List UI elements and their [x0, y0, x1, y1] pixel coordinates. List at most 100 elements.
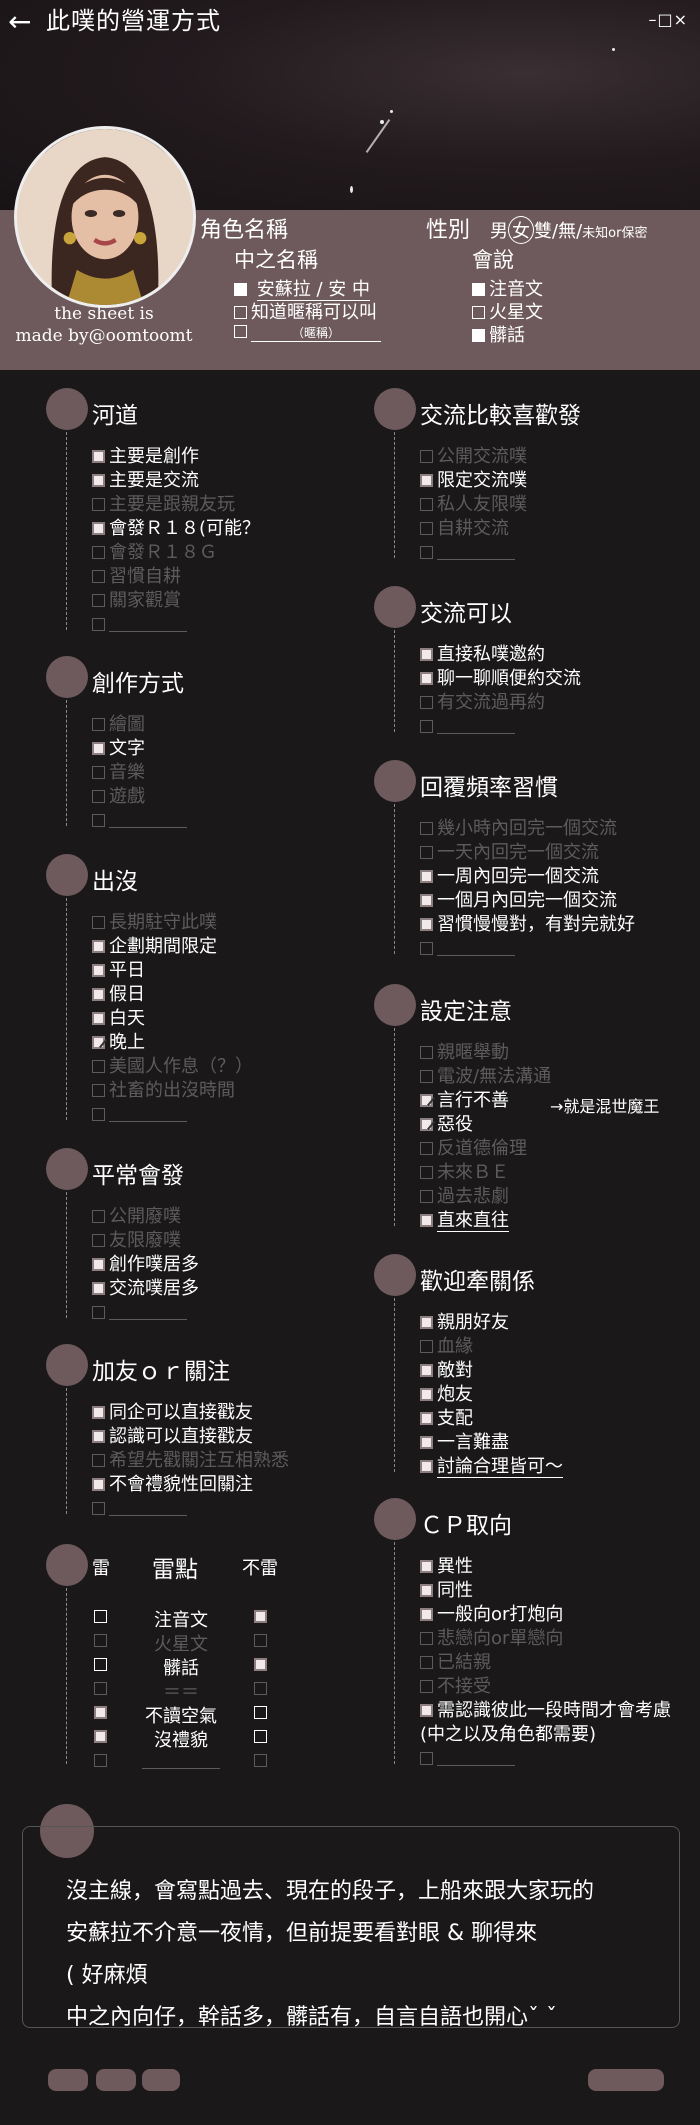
- thunder-bulei-checkbox[interactable]: [254, 1706, 267, 1719]
- thunder-bulei-checkbox[interactable]: [254, 1658, 267, 1671]
- checkbox-icon[interactable]: [420, 450, 433, 463]
- checkbox-icon[interactable]: [234, 306, 247, 319]
- checkbox-item[interactable]: 關家觀賞: [92, 590, 181, 612]
- checkbox-item[interactable]: 炮友: [420, 1384, 473, 1406]
- checkbox-item[interactable]: [420, 542, 515, 564]
- checkbox-icon[interactable]: [92, 1306, 105, 1319]
- checkbox-icon[interactable]: [92, 1060, 105, 1073]
- checkbox-item[interactable]: [92, 1104, 187, 1126]
- checkbox-item[interactable]: 電波/無法溝通: [420, 1066, 551, 1088]
- checkbox-icon[interactable]: [92, 916, 105, 929]
- checkbox-icon[interactable]: [420, 672, 433, 685]
- checkbox-icon[interactable]: [92, 450, 105, 463]
- inner-item-2[interactable]: 知道暱稱可以叫: [234, 298, 377, 324]
- checkbox-icon[interactable]: [420, 1560, 433, 1573]
- checkbox-icon[interactable]: [472, 283, 485, 296]
- checkbox-item[interactable]: 幾小時內回完一個交流: [420, 818, 617, 840]
- checkbox-icon[interactable]: [92, 498, 105, 511]
- speak-item-3[interactable]: 髒話: [472, 321, 525, 347]
- checkbox-icon[interactable]: [234, 283, 247, 296]
- checkbox-item[interactable]: 言行不善: [420, 1090, 509, 1112]
- checkbox-item[interactable]: 敵對: [420, 1360, 473, 1382]
- checkbox-item[interactable]: 企劃期間限定: [92, 936, 217, 958]
- checkbox-icon[interactable]: [420, 1704, 433, 1717]
- checkbox-icon[interactable]: [420, 870, 433, 883]
- checkbox-icon[interactable]: [420, 822, 433, 835]
- checkbox-icon[interactable]: [420, 1190, 433, 1203]
- page-pill-3[interactable]: [142, 2069, 180, 2091]
- checkbox-item[interactable]: 一個月內回完一個交流: [420, 890, 617, 912]
- thunder-lei-checkbox[interactable]: [94, 1634, 107, 1647]
- checkbox-item[interactable]: 聊一聊順便約交流: [420, 668, 581, 690]
- checkbox-icon[interactable]: [420, 546, 433, 559]
- checkbox-icon[interactable]: [234, 325, 247, 338]
- checkbox-icon[interactable]: [420, 1364, 433, 1377]
- checkbox-item[interactable]: 創作噗居多: [92, 1254, 199, 1276]
- checkbox-item[interactable]: [420, 938, 515, 960]
- checkbox-item[interactable]: 平日: [92, 960, 145, 982]
- checkbox-icon[interactable]: [420, 1340, 433, 1353]
- checkbox-item[interactable]: 直接私噗邀約: [420, 644, 545, 666]
- checkbox-icon[interactable]: [92, 964, 105, 977]
- checkbox-item[interactable]: 需認識彼此一段時間才會考慮: [420, 1700, 671, 1722]
- checkbox-item[interactable]: 異性: [420, 1556, 473, 1578]
- checkbox-item[interactable]: (中之以及角色都需要): [420, 1724, 596, 1746]
- checkbox-item[interactable]: 親朋好友: [420, 1312, 509, 1334]
- gender-unknown[interactable]: 未知or保密: [582, 226, 648, 241]
- checkbox-icon[interactable]: [92, 988, 105, 1001]
- checkbox-icon[interactable]: [420, 894, 433, 907]
- gender-male[interactable]: 男: [490, 221, 508, 242]
- checkbox-icon[interactable]: [92, 1036, 105, 1049]
- checkbox-icon[interactable]: [92, 1084, 105, 1097]
- thunder-lei-checkbox[interactable]: [94, 1658, 107, 1671]
- thunder-bulei-checkbox[interactable]: [254, 1634, 267, 1647]
- checkbox-item[interactable]: [92, 1302, 187, 1324]
- checkbox-icon[interactable]: [92, 1108, 105, 1121]
- checkbox-item[interactable]: 白天: [92, 1008, 145, 1030]
- checkbox-item[interactable]: 悲戀向or單戀向: [420, 1628, 563, 1650]
- checkbox-icon[interactable]: [420, 1584, 433, 1597]
- page-pill-4[interactable]: [588, 2069, 664, 2091]
- checkbox-item[interactable]: 限定交流噗: [420, 470, 527, 492]
- checkbox-icon[interactable]: [420, 918, 433, 931]
- checkbox-item[interactable]: 未來ＢＥ: [420, 1162, 509, 1184]
- checkbox-icon[interactable]: [92, 546, 105, 559]
- checkbox-icon[interactable]: [420, 648, 433, 661]
- checkbox-item[interactable]: [420, 1748, 515, 1770]
- checkbox-item[interactable]: [92, 614, 187, 636]
- checkbox-icon[interactable]: [92, 618, 105, 631]
- checkbox-item[interactable]: 自耕交流: [420, 518, 509, 540]
- checkbox-icon[interactable]: [92, 522, 105, 535]
- checkbox-item[interactable]: 遊戲: [92, 786, 145, 808]
- checkbox-icon[interactable]: [420, 1388, 433, 1401]
- checkbox-item[interactable]: 親暱舉動: [420, 1042, 509, 1064]
- checkbox-icon[interactable]: [420, 846, 433, 859]
- page-pill-2[interactable]: [96, 2069, 136, 2091]
- checkbox-item[interactable]: 交流噗居多: [92, 1278, 199, 1300]
- checkbox-icon[interactable]: [92, 790, 105, 803]
- checkbox-item[interactable]: 繪圖: [92, 714, 145, 736]
- checkbox-icon[interactable]: [420, 1656, 433, 1669]
- checkbox-icon[interactable]: [420, 1632, 433, 1645]
- checkbox-icon[interactable]: [420, 1142, 433, 1155]
- checkbox-item[interactable]: 認識可以直接戳友: [92, 1426, 253, 1448]
- checkbox-item[interactable]: [92, 810, 187, 832]
- checkbox-icon[interactable]: [420, 522, 433, 535]
- thunder-lei-checkbox[interactable]: [94, 1682, 107, 1695]
- thunder-bulei-checkbox[interactable]: [254, 1730, 267, 1743]
- checkbox-icon[interactable]: [92, 1478, 105, 1491]
- checkbox-icon[interactable]: [420, 1094, 433, 1107]
- gender-rest[interactable]: 雙/無/: [534, 221, 583, 242]
- checkbox-icon[interactable]: [420, 1412, 433, 1425]
- checkbox-item[interactable]: 習慣自耕: [92, 566, 181, 588]
- checkbox-icon[interactable]: [92, 1430, 105, 1443]
- checkbox-item[interactable]: 同企可以直接戳友: [92, 1402, 253, 1424]
- checkbox-item[interactable]: 長期駐守此噗: [92, 912, 217, 934]
- checkbox-icon[interactable]: [420, 1460, 433, 1473]
- checkbox-item[interactable]: 一言難盡: [420, 1432, 509, 1454]
- checkbox-item[interactable]: 音樂: [92, 762, 145, 784]
- checkbox-icon[interactable]: [420, 720, 433, 733]
- checkbox-icon[interactable]: [92, 940, 105, 953]
- thunder-lei-checkbox[interactable]: [94, 1706, 107, 1719]
- speak-item-1[interactable]: 注音文: [472, 275, 543, 301]
